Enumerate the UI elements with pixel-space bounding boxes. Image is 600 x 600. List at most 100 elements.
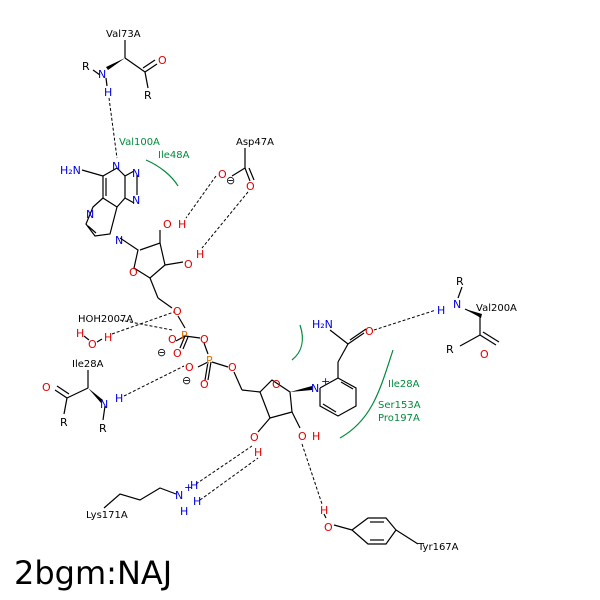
residue-label-ile28-right: Ile28A: [388, 379, 420, 390]
bond: [479, 334, 497, 346]
hydrophobic-arc-2: [339, 349, 394, 439]
atom-h: H: [76, 327, 84, 340]
bond: [142, 59, 156, 69]
atom-o: O: [158, 54, 167, 67]
ribose-ring: [119, 237, 166, 279]
residue-label-ile48: Ile48A: [158, 150, 190, 161]
bond: [175, 335, 186, 342]
atom-n: N: [98, 68, 106, 81]
ribose-adenosine: O O H O H O: [119, 218, 204, 318]
hbond-lys171-oh2: [199, 457, 259, 501]
hbond-val73: [108, 97, 118, 159]
residue-label-tyr167: Tyr167A: [417, 542, 459, 553]
hbond-water-o: [111, 311, 175, 335]
atom-n: N: [132, 167, 140, 180]
atom-o: O: [163, 218, 172, 231]
bond: [322, 403, 337, 413]
atom-o: O: [365, 325, 374, 338]
atom-o: O: [324, 521, 333, 534]
residue-label-hoh2007: HOH2007A: [78, 314, 133, 325]
atom-n: N: [112, 160, 120, 173]
hbond-tyr167: [301, 443, 323, 505]
ribose-nicotinamide: O O H O H: [233, 371, 320, 459]
atom-h: H: [190, 479, 198, 492]
atom-h: H: [193, 495, 201, 508]
atom-o: O: [272, 378, 281, 391]
bond: [124, 170, 135, 177]
bond: [157, 297, 173, 309]
bond: [144, 63, 158, 73]
charge-minus: ⊖: [226, 174, 235, 187]
atom-p: P: [206, 354, 213, 367]
residue-label-ser153: Ser153A: [378, 400, 421, 411]
atom-r: R: [446, 343, 454, 356]
atom-o: O: [298, 430, 307, 443]
atom-r: R: [60, 416, 68, 429]
adenine: N N N N N H₂N: [60, 160, 140, 247]
residue-ile28-left: Ile28A O N H R R: [42, 359, 123, 435]
atom-h: H: [178, 218, 186, 231]
bond: [207, 361, 212, 381]
bond: [144, 71, 149, 89]
bond: [337, 343, 349, 363]
atom-p: P: [181, 329, 188, 342]
atom-h: H: [254, 446, 262, 459]
residue-lys171: Lys171A N + H H H: [86, 479, 201, 521]
bond: [164, 261, 184, 266]
wedge-bond: [465, 309, 482, 318]
atom-r: R: [82, 60, 90, 73]
bond: [182, 336, 189, 350]
bond: [244, 167, 251, 182]
bond: [349, 328, 367, 341]
bond: [184, 335, 201, 339]
atom-h: H: [312, 430, 320, 443]
atom-o: O: [185, 361, 194, 374]
bond: [203, 342, 209, 355]
bond: [329, 329, 349, 345]
residue-label-val73: Val73A: [106, 29, 141, 40]
bond: [204, 361, 209, 381]
wedge-bond: [106, 58, 125, 70]
bond: [482, 331, 500, 343]
residue-val200: R N H Val200A R O: [437, 275, 517, 361]
atom-o: O: [184, 258, 193, 271]
pyrophosphate: P O O O ⊖ P O O ⊖ O: [157, 315, 237, 391]
bond: [233, 371, 243, 391]
atom-n: N: [100, 398, 108, 411]
atom-h: H: [437, 304, 445, 317]
bond: [211, 361, 229, 368]
residue-label-val200: Val200A: [476, 303, 517, 314]
bond: [149, 277, 159, 299]
bond: [54, 389, 68, 399]
residue-label-ile28: Ile28A: [72, 359, 104, 370]
lys-chain: [103, 487, 177, 509]
atom-r: R: [456, 275, 464, 288]
bond: [179, 335, 186, 349]
atom-o: O: [168, 333, 177, 346]
atom-n-plus: N: [311, 382, 319, 395]
bond: [197, 361, 209, 368]
atom-n: N: [86, 208, 94, 221]
residue-asp47: Asp47A ⊖ O O: [218, 137, 274, 193]
atom-r: R: [99, 422, 107, 435]
residue-tyr167: H O Tyr167A: [320, 504, 459, 553]
bond: [257, 417, 271, 433]
atom-o: O: [173, 347, 182, 360]
atom-o: O: [129, 266, 138, 279]
bond: [63, 397, 68, 415]
hbond-ile28-phosphate: [123, 365, 185, 397]
bond: [177, 315, 186, 329]
bond: [241, 389, 261, 393]
residue-label-pro197: Pro197A: [378, 413, 420, 424]
atom-h2n: H₂N: [60, 164, 81, 177]
bond: [66, 387, 89, 399]
atom-o: O: [250, 431, 259, 444]
ligand-caption: 2bgm:NAJ: [14, 554, 172, 592]
nicotinamide: N + H₂N O: [311, 318, 374, 417]
residue-label-lys171: Lys171A: [86, 510, 128, 521]
bond: [291, 411, 301, 429]
charge-plus: +: [184, 481, 193, 494]
bond: [87, 225, 97, 234]
